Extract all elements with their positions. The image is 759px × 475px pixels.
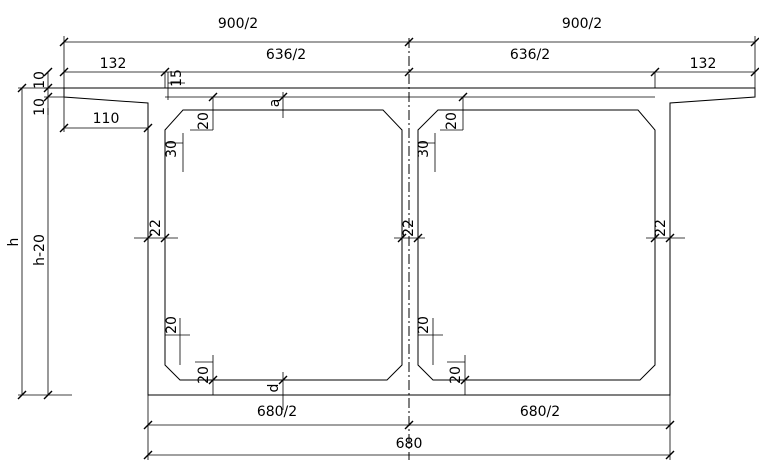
dim-top-slab-right: 636/2 (510, 47, 550, 63)
dim-bottom-total: 680 (396, 436, 423, 452)
right-cell-dims: 20 30 22 20 20 (416, 92, 685, 395)
dim-haunch-30-right: 30 (416, 140, 432, 158)
tick (278, 375, 288, 385)
dim-half-width-right: 900/2 (562, 16, 602, 32)
right-cell-void (417, 109, 656, 381)
tick (650, 67, 660, 77)
tick (17, 83, 27, 93)
tick (665, 450, 675, 460)
dim-flange-taper-thickness: 10 (32, 98, 48, 116)
dim-top-slab-left: 636/2 (266, 47, 306, 63)
tick (278, 92, 288, 102)
dim-web-mid: 22 (401, 219, 417, 237)
tick (208, 375, 218, 385)
tick (43, 390, 53, 400)
tick (59, 37, 69, 47)
left-cell-void (164, 109, 403, 381)
tick (143, 123, 153, 133)
tick (143, 233, 153, 243)
dim-corner-15: 15 (169, 69, 185, 87)
tick (143, 450, 153, 460)
dim-haunch-30-left: 30 (164, 140, 180, 158)
tick (404, 67, 414, 77)
tick (160, 67, 170, 77)
dim-half-width-left: 900/2 (218, 16, 258, 32)
dim-bottom-haunch-left-b: 20 (196, 366, 212, 384)
tick (17, 390, 27, 400)
tick (59, 67, 69, 77)
tick (208, 92, 218, 102)
tick (665, 233, 675, 243)
tick (404, 420, 414, 430)
dim-flange-tip-thickness: 10 (32, 71, 48, 89)
dim-cantilever-right: 132 (690, 56, 717, 72)
tick (665, 420, 675, 430)
dim-bottom-slab-thickness: d (266, 384, 282, 393)
height-dims: h h-20 (6, 83, 72, 400)
tick (413, 233, 423, 243)
middle-web-dims: 22 (394, 219, 425, 243)
tick (43, 92, 53, 102)
top-dimensions: 900/2 900/2 132 132 636/2 636/2 (59, 16, 759, 88)
dim-cantilever-left: 132 (100, 56, 127, 72)
dim-bottom-haunch-right-b: 20 (448, 366, 464, 384)
tick (404, 37, 414, 47)
tick (750, 67, 759, 77)
dim-flange-haunch-length: 110 (93, 111, 120, 127)
dim-top-slab-thickness: a (267, 99, 283, 108)
dim-top-haunch-right: 20 (444, 112, 460, 130)
dim-web-left: 22 (148, 219, 164, 237)
dim-height-total: h (6, 238, 22, 247)
bottom-dimensions: 680/2 680/2 680 (143, 395, 675, 460)
flange-thickness-dims: 10 10 110 15 (32, 67, 185, 133)
tick (460, 375, 470, 385)
dim-bottom-haunch-left: 20 (164, 316, 180, 334)
tick (650, 233, 660, 243)
left-cell-dims: 20 a 30 22 20 20 d (134, 92, 288, 410)
dim-top-haunch-left: 20 (196, 112, 212, 130)
dim-bottom-left: 680/2 (257, 404, 297, 420)
tick (43, 67, 53, 77)
dim-bottom-right: 680/2 (520, 404, 560, 420)
dim-bottom-haunch-right: 20 (416, 316, 432, 334)
section-outline (63, 38, 756, 460)
tick (160, 233, 170, 243)
tick (750, 37, 759, 47)
dim-web-right: 22 (653, 219, 669, 237)
tick (458, 92, 468, 102)
tick (59, 123, 69, 133)
tick (143, 420, 153, 430)
dim-height-web: h-20 (32, 234, 48, 266)
tick (397, 233, 407, 243)
